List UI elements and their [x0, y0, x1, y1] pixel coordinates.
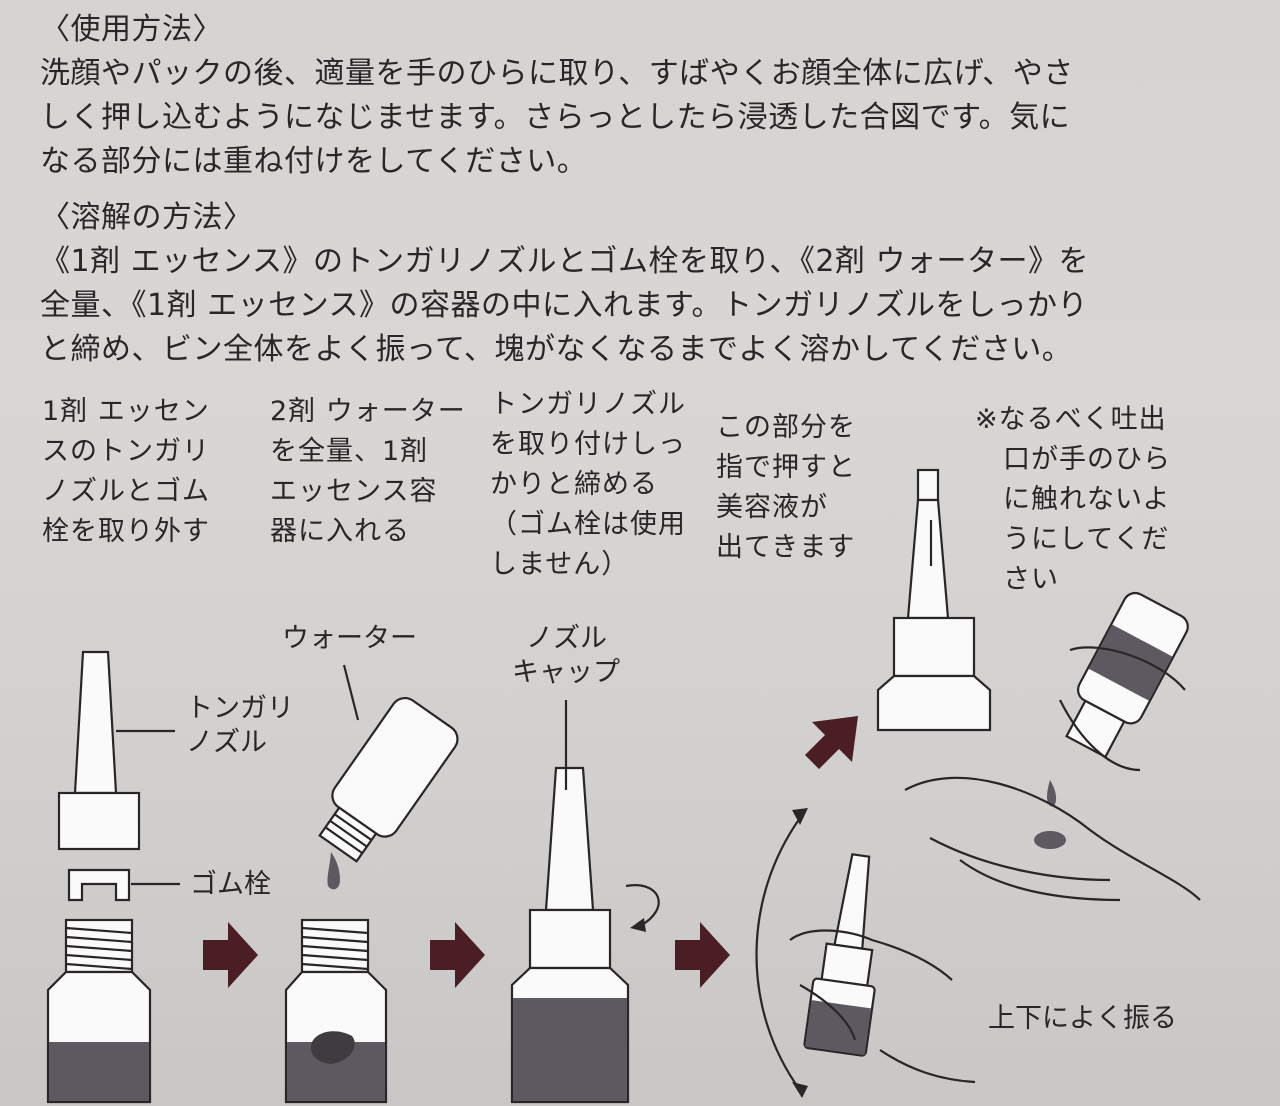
label-line: キャップ — [512, 657, 620, 688]
label-line: ノズル — [186, 727, 267, 758]
caption-line: エッセンス容 — [270, 476, 438, 507]
caption-line: トンガリノズル — [490, 389, 686, 420]
nozzle-base-shape — [57, 791, 141, 851]
water-drop — [327, 852, 340, 890]
essence-liquid — [1088, 624, 1173, 701]
neck-thread-lines — [324, 813, 373, 855]
dissolving-lump — [310, 1031, 355, 1064]
usage-line: なる部分には重ね付けをしてください。 — [40, 144, 588, 179]
caption-line: に触れないよ — [1003, 484, 1171, 515]
next-arrow-icon — [430, 922, 485, 988]
caption-line: ※なるべく吐出 — [975, 404, 1167, 435]
step1-caption: 1剤 エッセン スのトンガリ ノズルとゴム 栓を取り外す — [42, 392, 210, 552]
bottle-shoulder-shape — [876, 674, 992, 732]
label-line: トンガリ — [186, 693, 294, 724]
nozzle-label: トンガリ ノズル — [186, 692, 294, 760]
collar-shape — [1065, 699, 1126, 759]
caption-line: うにしてくだ — [1003, 524, 1170, 555]
caption-line: 栓を取り外す — [42, 516, 210, 547]
label-line: ノズル — [526, 623, 607, 654]
dissolve-heading: 〈溶解の方法〉 — [40, 200, 254, 235]
caption-line: かりと締める — [490, 469, 658, 500]
step4-shake-illustration — [755, 808, 976, 1098]
caption-line: を取り付けしっ — [490, 429, 686, 460]
step3-caption: トンガリノズル を取り付けしっ かりと締める （ゴム栓は使用 しません） — [490, 385, 686, 585]
next-arrow-icon — [805, 716, 858, 769]
step1-bottle-illustration — [46, 650, 180, 1104]
essence-drop — [1047, 780, 1057, 807]
step5-dispense-illustration — [876, 468, 1201, 902]
caption-line: スのトンガリ — [42, 436, 210, 467]
essence-liquid — [513, 998, 627, 1101]
nozzle-shape — [906, 498, 950, 620]
caption-line: 1剤 エッセン — [42, 396, 210, 427]
usage-line: しく押し込むようになじませます。さらっとしたら浸透した合図です。気に — [40, 100, 1071, 135]
twist-arrowhead-icon — [630, 918, 646, 932]
dissolve-line: と締め、ビン全体をよく振って、塊がなくなるまでよく溶かしてください。 — [40, 332, 1073, 367]
dissolve-line: 《1剤 エッセンス》のトンガリノズルとゴム栓を取り、《2剤 ウォーター》を — [40, 244, 1089, 279]
essence-liquid — [49, 1042, 149, 1101]
step5-caption: ※なるべく吐出 口が手のひら に触れないよ うにしてくだ さい — [975, 400, 1171, 600]
caption-line: 器に入れる — [270, 516, 410, 547]
next-arrow-icon — [203, 922, 258, 988]
caption-line: を全量、1剤 — [270, 436, 429, 467]
dissolve-section: 〈溶解の方法〉 《1剤 エッセンス》のトンガリノズルとゴム栓を取り、《2剤 ウォ… — [40, 196, 1260, 372]
caption-line: この部分を — [716, 412, 856, 443]
caption-line: さい — [1003, 564, 1059, 595]
collar-shape — [892, 616, 976, 678]
step2-caption: 2剤 ウォーター を全量、1剤 エッセンス容 器に入れる — [270, 392, 466, 552]
down-arrowhead-icon — [792, 1082, 808, 1098]
shake-label: 上下によく振る — [988, 1003, 1177, 1034]
caption-line: しません） — [490, 549, 630, 580]
caption-line: 2剤 ウォーター — [270, 396, 466, 427]
shaking-hand-outline — [789, 929, 976, 1084]
usage-heading: 〈使用方法〉 — [40, 12, 223, 47]
caption-line: （ゴム栓は使用 — [490, 509, 686, 540]
caption-line: 美容液が — [716, 492, 828, 523]
essence-on-palm — [1034, 831, 1066, 849]
rubber-stopper-shape — [67, 868, 131, 902]
usage-line: 洗顔やパックの後、適量を手のひらに取り、すばやくお顔全体に広げ、やさ — [40, 56, 1074, 91]
shake-motion-arc — [755, 817, 801, 1091]
water-leader-line — [342, 664, 360, 721]
caption-line: ノズルとゴム — [42, 476, 210, 507]
nozzle-cap-label: ノズル キャップ — [512, 622, 620, 690]
next-arrow-icon — [675, 922, 730, 988]
usage-section: 〈使用方法〉 洗顔やパックの後、適量を手のひらに取り、すばやくお顔全体に広げ、や… — [40, 8, 1260, 184]
mixed-liquid — [287, 1042, 385, 1101]
twist-arrow-line — [625, 884, 660, 927]
open-palm-outline — [904, 776, 1201, 902]
caption-line: 出てきます — [716, 532, 856, 563]
nozzle-tip-shape — [73, 650, 118, 795]
thread-lines — [301, 926, 369, 971]
essence-liquid — [805, 1000, 872, 1055]
nozzle-cap-shape — [544, 766, 595, 912]
holding-hand-outline — [1059, 646, 1186, 772]
caption-line: 指で押すと — [716, 452, 856, 483]
step2-pour-illustration — [284, 664, 459, 1104]
up-arrowhead-icon — [792, 808, 808, 825]
caption-line: 口が手のひら — [1003, 444, 1171, 475]
stopper-label: ゴム栓 — [190, 869, 271, 900]
thread-lines — [65, 926, 133, 971]
step3-assembled-illustration — [510, 700, 660, 1104]
nozzle-collar-shape — [528, 908, 612, 970]
dissolve-line: 全量、《1剤 エッセンス》の容器の中に入れます。トンガリノズルをしっかり — [40, 288, 1089, 323]
step4-caption: この部分を 指で押すと 美容液が 出てきます — [716, 408, 856, 568]
water-label: ウォーター — [282, 623, 417, 654]
nozzle-tip-shape — [916, 468, 940, 502]
